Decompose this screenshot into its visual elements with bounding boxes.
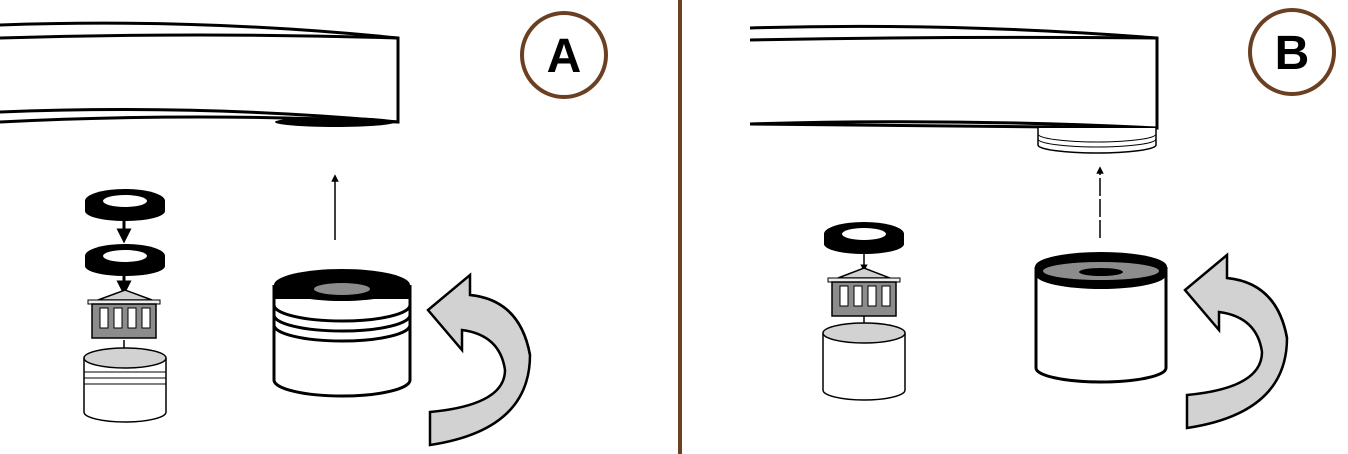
ring-icon [85, 189, 165, 221]
filter-holder-icon [87, 289, 161, 339]
label-b: B [1275, 27, 1310, 80]
rotor-disc-a [0, 21, 400, 127]
panel-b: B [749, 8, 1336, 430]
assembled-cylinder-a [272, 269, 412, 398]
label-a: A [547, 30, 582, 83]
filter-holder-icon [827, 267, 901, 317]
label-b-badge: B [1248, 8, 1336, 96]
ring-icon [85, 244, 165, 276]
mounted-cylinder-b [1037, 128, 1157, 154]
cylinder-icon [83, 347, 167, 423]
panel-a: A [0, 11, 608, 447]
cylinder-icon [822, 322, 906, 401]
exploded-stack-a [83, 189, 167, 423]
curved-rotate-arrow-icon [1183, 252, 1289, 430]
ring-icon [824, 222, 904, 254]
assembled-cylinder-b [1034, 252, 1168, 384]
label-a-badge: A [520, 11, 608, 99]
disc-recess [275, 117, 395, 127]
rotor-disc-b [749, 24, 1159, 154]
curved-rotate-arrow-icon [426, 272, 532, 447]
exploded-stack-b [822, 222, 906, 401]
